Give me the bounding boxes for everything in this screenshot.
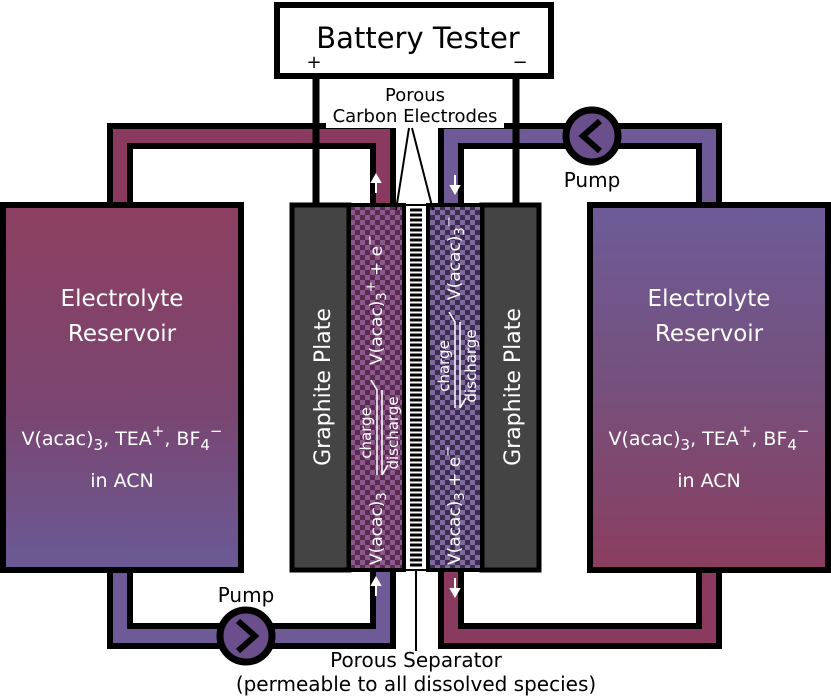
right-reservoir-labels: Electrolyte Reservoir V(acac)3, TEA+, BF… [609, 286, 810, 492]
battery-tester-box [274, 2, 554, 79]
electrodes-pointer-right [411, 127, 434, 211]
left-eq-arrow-down-head [381, 464, 389, 476]
pipe-left-top [113, 129, 390, 205]
right-reaction-discharge: discharge [462, 329, 480, 402]
left-reaction-reactant: V(acac)3 [367, 492, 390, 565]
right-graphite-plate [479, 202, 542, 573]
arrow-right-bottom-down-head [449, 588, 461, 599]
flow-arrows [370, 172, 461, 599]
pump-left [216, 606, 276, 666]
electrodes-label-bg [326, 80, 504, 128]
left-reaction-product: V(acac)3+ + e− [363, 235, 390, 365]
battery-tester-title: Battery Tester [316, 21, 520, 55]
left-reservoir-labels: Electrolyte Reservoir V(acac)3, TEA+, BF… [22, 286, 223, 492]
pipe-left-top-outline [107, 123, 396, 205]
pump-right-chevron-icon [578, 118, 602, 154]
left-reaction-charge: charge [357, 407, 375, 459]
pump-left-chevron-icon [236, 618, 260, 654]
arrow-left-bottom-up-head [370, 575, 382, 586]
pump-right-label: Pump [564, 168, 621, 192]
left-reservoir-title-2: Reservoir [68, 321, 177, 347]
right-eq-arrow-down-head [459, 397, 467, 409]
pump-right [562, 106, 622, 166]
pipe-right-bottom [444, 570, 716, 643]
right-reservoir-species: V(acac)3, TEA+, BF4− [609, 422, 810, 454]
pump-right-circle [562, 106, 622, 166]
left-eq-arrow-up [370, 379, 378, 475]
right-reaction-charge: charge [435, 340, 453, 392]
separator-texture [410, 208, 422, 567]
left-porous-electrode [347, 203, 406, 572]
right-reaction-product: V(acac)3− [442, 216, 468, 300]
left-graphite-plate-label: Graphite Plate [311, 308, 336, 466]
electrodes-label-line2: Carbon Electrodes [333, 106, 498, 127]
separator-label-line2: (permeable to all dissolved species) [236, 672, 596, 696]
right-reservoir-solvent: in ACN [677, 470, 741, 492]
right-graphite-plate-label: Graphite Plate [501, 308, 526, 466]
left-reservoir-solvent: in ACN [90, 470, 154, 492]
right-reservoir [587, 202, 831, 573]
left-reservoir-title-1: Electrolyte [61, 286, 184, 312]
electrodes-label-line1: Porous [385, 85, 445, 106]
tester-plus-sign: + [306, 52, 321, 73]
right-equilibrium-arrows [448, 311, 467, 409]
pump-left-circle [216, 606, 276, 666]
right-eq-arrow-up [448, 311, 456, 408]
electrodes-pointer-left [395, 127, 410, 211]
right-reservoir-title-2: Reservoir [655, 321, 764, 347]
left-reservoir-species: V(acac)3, TEA+, BF4− [22, 422, 223, 454]
right-reaction: V(acac)3 + e− charge discharge V(acac)3− [435, 216, 480, 565]
pipe-right-bottom-outline [438, 570, 722, 649]
right-reaction-reactant: V(acac)3 + e− [441, 446, 468, 565]
left-equilibrium-arrows [370, 379, 389, 476]
right-reservoir-title-1: Electrolyte [648, 286, 771, 312]
separator-label-line1: Porous Separator [330, 648, 503, 672]
left-reaction: V(acac)3 charge discharge V(acac)3+ + e− [357, 235, 402, 565]
left-reservoir [0, 202, 244, 573]
left-graphite-plate [289, 202, 352, 573]
arrow-left-top-up-head [370, 172, 382, 183]
arrow-right-top-down-head [449, 185, 461, 196]
tester-minus-sign: − [512, 52, 527, 73]
tester-wires [312, 76, 520, 205]
left-reaction-discharge: discharge [384, 396, 402, 469]
pump-left-label: Pump [218, 583, 275, 607]
